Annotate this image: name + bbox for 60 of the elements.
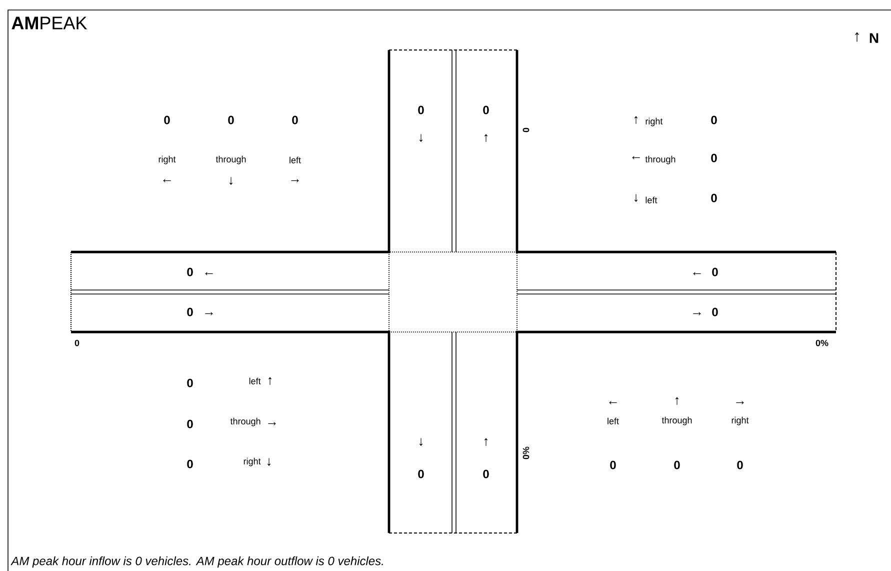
direction-arrow: →: [268, 422, 276, 426]
direction-arrow: →: [693, 312, 701, 316]
direction-arrow: →: [205, 312, 213, 316]
count-label: 0: [674, 460, 680, 470]
movement-label: through: [230, 418, 260, 426]
direction-arrow: ↑: [675, 397, 679, 405]
direction-arrow: ←: [205, 272, 213, 276]
count-label: 0: [711, 154, 717, 162]
percent-label: 0: [522, 128, 530, 132]
movement-label: through: [662, 416, 692, 426]
count-label: 0: [164, 116, 170, 124]
count-label: 0: [187, 308, 193, 316]
movement-label: right: [732, 416, 749, 426]
direction-arrow: ←: [163, 179, 171, 182]
percent-label: 0%: [522, 446, 530, 460]
count-label: 0: [483, 106, 489, 114]
direction-arrow: →: [291, 179, 299, 182]
percent-label: 0%: [816, 340, 828, 346]
direction-arrow: ↑: [484, 438, 488, 446]
percent-label: 0: [74, 340, 80, 346]
direction-arrow: ←: [632, 156, 640, 160]
count-label: 0: [187, 420, 193, 428]
direction-arrow: →: [736, 401, 744, 404]
movement-label: right: [244, 458, 261, 466]
direction-arrow: ←: [609, 401, 617, 404]
north-label: N: [870, 33, 878, 43]
direction-arrow: ↓: [267, 458, 271, 466]
count-label: 0: [187, 378, 193, 388]
movement-label: right: [158, 156, 176, 164]
direction-arrow: ↓: [419, 438, 423, 446]
count-label: 0: [712, 268, 718, 276]
caption: AM peak hour inflow is 0 vehicles. AM peak hour outflow is 0 vehicles.: [10, 556, 383, 568]
movement-label: right: [646, 118, 663, 126]
direction-arrow: ↓: [229, 177, 233, 185]
direction-arrow: ↓: [634, 194, 638, 202]
direction-arrow: ↑: [268, 377, 272, 385]
direction-arrow: ↓: [419, 134, 423, 142]
movement-label: left: [249, 378, 261, 384]
movement-label: through: [216, 156, 246, 164]
count-label: 0: [418, 106, 424, 114]
movement-label: left: [290, 156, 301, 164]
movement-label: left: [646, 196, 658, 204]
direction-arrow: ↑: [484, 134, 488, 142]
count-label: 0: [187, 268, 193, 276]
count-label: 0: [737, 460, 743, 470]
count-label: 0: [187, 460, 193, 468]
count-label: 0: [712, 308, 718, 316]
direction-arrow: ←: [693, 272, 701, 276]
count-label: 0: [711, 116, 717, 124]
movement-label: through: [645, 156, 676, 164]
title: AMPEAK: [12, 16, 88, 30]
movement-label: left: [608, 418, 619, 424]
count-label: 0: [483, 470, 489, 478]
count-label: 0: [418, 470, 424, 478]
count-label: 0: [610, 460, 616, 470]
count-label: 0: [292, 116, 298, 124]
north-arrow: ↑: [855, 32, 859, 42]
count-label: 0: [711, 194, 717, 202]
direction-arrow: ↑: [634, 116, 638, 124]
count-label: 0: [228, 116, 234, 124]
